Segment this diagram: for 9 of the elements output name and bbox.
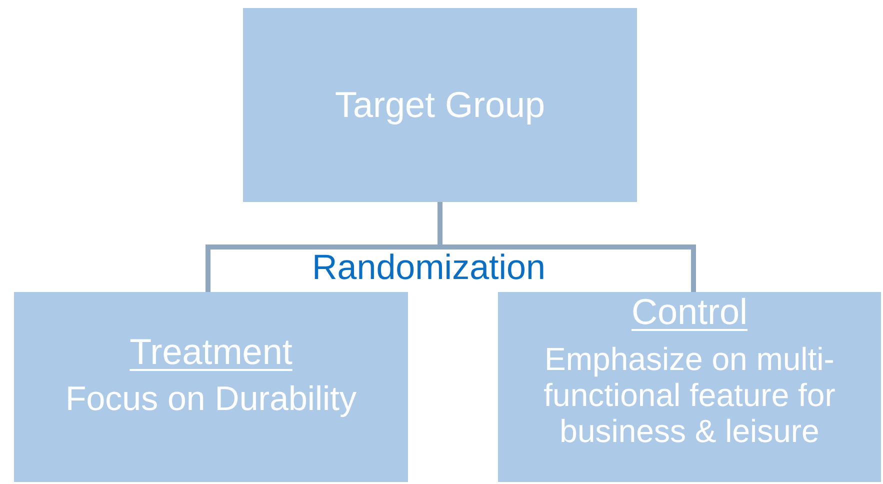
process-box [498, 292, 881, 482]
process-box [243, 8, 637, 202]
box-text: Target Group [334, 84, 546, 126]
box-heading: Treatment [130, 332, 292, 372]
box-text: Focus on Durability [65, 380, 356, 418]
process-box [14, 292, 408, 482]
box-heading: Control [631, 292, 748, 332]
box-text: Emphasize on multi-functional feature for business & leisure [542, 342, 836, 450]
bracket-label: Randomization [312, 248, 546, 288]
